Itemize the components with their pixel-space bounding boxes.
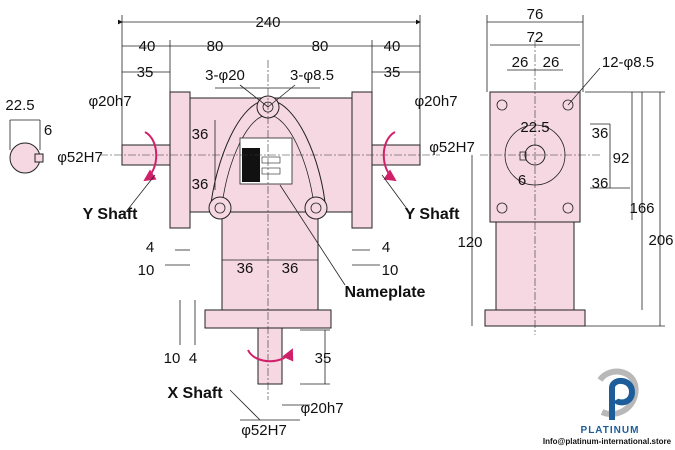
dim-40-left: 40 [139,38,156,55]
dim-10-left: 10 [138,262,155,279]
left-bolt [208,196,232,220]
dim-x-shaft-len: 35 [315,350,332,367]
dim-36-top-side: 36 [592,125,609,142]
dim-4-right: 4 [382,239,390,256]
dim-hole-small: 3-φ8.5 [290,67,334,84]
dim-hole-large: 3-φ20 [205,67,245,84]
dim-206: 206 [648,232,673,249]
dim-120: 120 [457,234,482,251]
dim-4-bottom: 4 [189,350,197,367]
dim-bore-left: φ52H7 [57,149,103,166]
key-detail: 22.5 6 [5,97,52,174]
dim-166: 166 [629,200,654,217]
platinum-logo: PLATINUM Info@platinum-international.sto… [543,368,672,446]
dim-40-right: 40 [384,38,401,55]
label-y-shaft-right: Y Shaft [405,206,461,223]
dim-overall-width: 240 [255,14,280,31]
front-view [100,15,440,421]
dim-x-shaft-dia: φ20h7 [300,400,343,417]
dim-shaft-dia-right: φ20h7 [414,93,457,110]
dim-80-right: 80 [312,38,329,55]
label-nameplate: Nameplate [345,284,426,301]
dim-bore-right: φ52H7 [429,139,475,156]
dim-holes: 12-φ8.5 [602,54,654,71]
dim-key: 6 [44,122,52,139]
dim-36-bottom: 36 [192,176,209,193]
dim-35-right: 35 [384,64,401,81]
brand-name: PLATINUM [581,425,640,436]
brand-email: Info@platinum-international.store [543,437,672,446]
dim-36-right: 36 [282,260,299,277]
label-x-shaft: X Shaft [167,385,223,402]
dim-36-top: 36 [192,126,209,143]
right-flange [351,91,373,229]
side-view [471,15,665,335]
dim-x-bore: φ52H7 [241,422,287,439]
dim-shaft-dia-left: φ20h7 [88,93,131,110]
dim-key-width: 22.5 [5,97,34,114]
dim-key-depth: 22.5 [520,119,549,136]
dim-35-left: 35 [137,64,154,81]
rotation-arrow-right [382,131,397,182]
dim-36-bottom-side: 36 [592,175,609,192]
dim-4-left: 4 [146,239,154,256]
dim-72: 72 [527,29,544,46]
left-flange [169,91,191,229]
x-shaft [257,327,283,385]
dim-10-bottom: 10 [164,350,181,367]
dim-36-left: 36 [237,260,254,277]
rotation-arrow-left [143,131,158,182]
dim-76: 76 [527,6,544,23]
dim-26-right: 26 [543,54,560,71]
dim-key-width-side: 6 [518,172,526,189]
dim-26-left: 26 [512,54,529,71]
lower-body [221,211,319,311]
rotation-arrow-bottom [247,348,294,363]
dim-10-right: 10 [382,262,399,279]
right-bolt [304,196,328,220]
dim-80-left: 80 [207,38,224,55]
nameplate-plate [239,137,293,185]
label-y-shaft-left: Y Shaft [83,206,139,223]
dim-92: 92 [613,150,630,167]
